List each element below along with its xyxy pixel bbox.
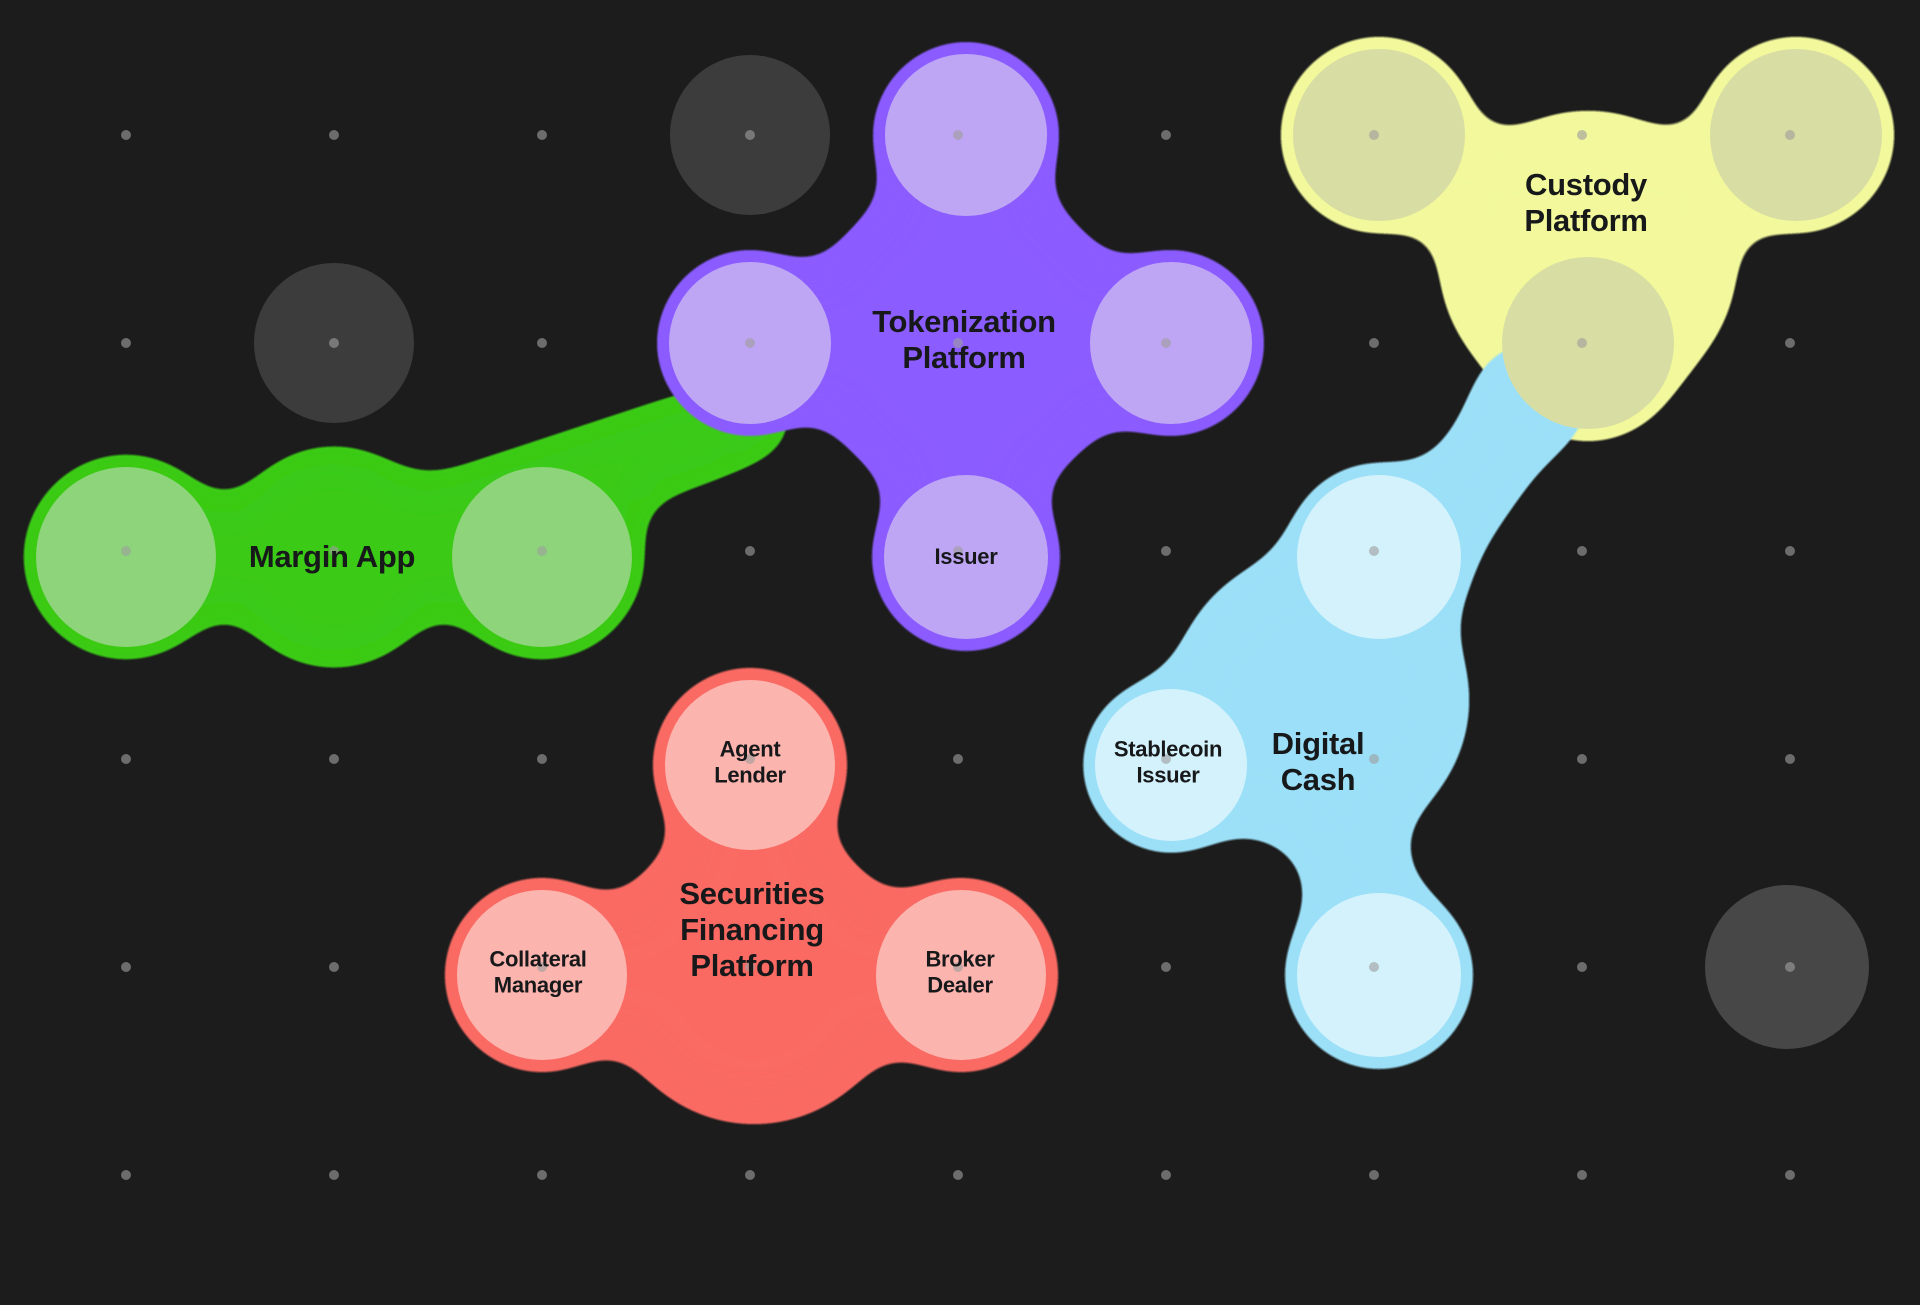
grid-dot [329, 546, 339, 556]
digital-cash-node-upper[interactable] [1297, 475, 1461, 639]
grid-dot [1785, 546, 1795, 556]
grid-dot [1785, 962, 1795, 972]
grid-dot [121, 754, 131, 764]
grid-dot [953, 338, 963, 348]
securities-node-collateral-manager[interactable] [457, 890, 627, 1060]
grid-dot [1369, 1170, 1379, 1180]
grid-dot [121, 546, 131, 556]
margin-app-node-left[interactable] [36, 467, 216, 647]
tokenization-node-top[interactable] [885, 54, 1047, 216]
grid-dot [953, 962, 963, 972]
grid-dot [1577, 546, 1587, 556]
grid-dot [537, 338, 547, 348]
grid-dot [1161, 130, 1171, 140]
grid-dot [121, 130, 131, 140]
grid-dot [1577, 1170, 1587, 1180]
grid-dot [329, 338, 339, 348]
grid-dot [121, 962, 131, 972]
grid-dot [953, 1170, 963, 1180]
securities-node-broker-dealer[interactable] [876, 890, 1046, 1060]
grid-dot [1161, 546, 1171, 556]
grid-dot [1369, 338, 1379, 348]
grid-dot [953, 130, 963, 140]
custody-node-right[interactable] [1710, 49, 1882, 221]
grid-dot [1577, 338, 1587, 348]
grid-dot [1785, 130, 1795, 140]
grid-dot [1785, 1170, 1795, 1180]
grid-dot [745, 754, 755, 764]
grid-dot [329, 754, 339, 764]
grid-dot [537, 962, 547, 972]
grid-dot [537, 754, 547, 764]
margin-app-node-right[interactable] [452, 467, 632, 647]
grid-dot [329, 1170, 339, 1180]
grid-dot [329, 130, 339, 140]
grid-dot [1577, 962, 1587, 972]
grid-dot [1577, 130, 1587, 140]
grid-dot [1161, 1170, 1171, 1180]
grid-dot [1369, 754, 1379, 764]
grid-dot [1161, 338, 1171, 348]
grid-dot [1577, 754, 1587, 764]
grid-dot [1369, 962, 1379, 972]
grid-dot [953, 754, 963, 764]
grid-dot [537, 130, 547, 140]
grid-dot [121, 338, 131, 348]
grid-dot [1161, 962, 1171, 972]
grid-dot [745, 338, 755, 348]
digital-cash-node-lower[interactable] [1297, 893, 1461, 1057]
grid-dot [745, 546, 755, 556]
digital-cash-node-stablecoin[interactable] [1095, 689, 1247, 841]
grid-dot [1785, 754, 1795, 764]
securities-node-agent-lender[interactable] [665, 680, 835, 850]
grid-dot [1369, 546, 1379, 556]
grid-dot [329, 962, 339, 972]
grid-dot [1785, 338, 1795, 348]
grid-dot [537, 546, 547, 556]
grid-dot [745, 130, 755, 140]
grid-dot [745, 962, 755, 972]
tokenization-node-issuer[interactable] [884, 475, 1048, 639]
grid-dot [121, 1170, 131, 1180]
grid-dot [1369, 130, 1379, 140]
grid-dot [537, 1170, 547, 1180]
grid-dot [745, 1170, 755, 1180]
grid-dot [1161, 754, 1171, 764]
custody-node-bottom[interactable] [1502, 257, 1674, 429]
grid-dot [953, 546, 963, 556]
